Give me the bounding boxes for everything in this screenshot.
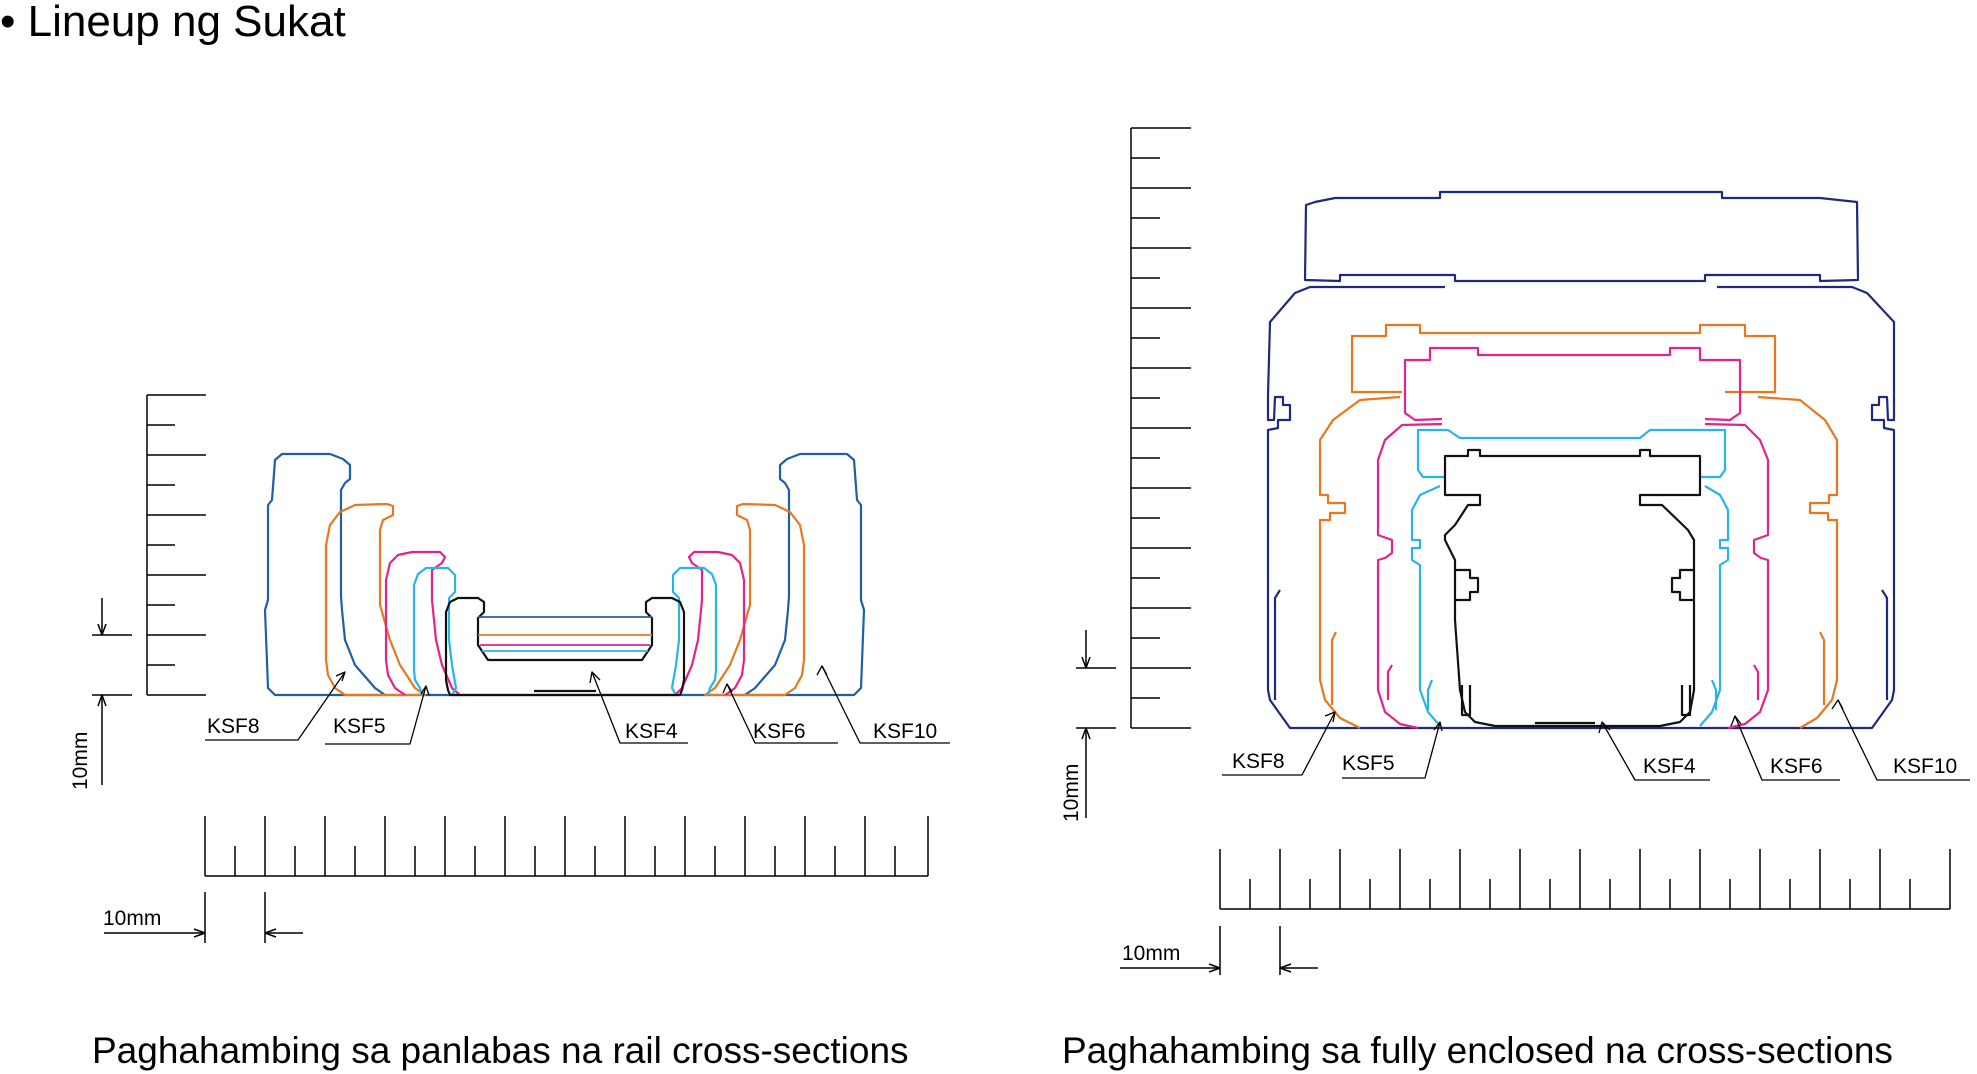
left-scale-label-horizontal: 10mm — [103, 907, 161, 930]
left-label-ksf5: KSF5 — [333, 715, 386, 738]
left-label-ksf8: KSF8 — [207, 715, 260, 738]
right-label-ksf8: KSF8 — [1232, 750, 1285, 773]
right-caption: Paghahambing sa fully enclosed na cross-… — [1062, 1030, 1893, 1071]
right-label-ksf5: KSF5 — [1342, 752, 1395, 775]
right-ksf4-profile — [1443, 448, 1702, 728]
left-panel: 10mm — [69, 394, 950, 943]
left-horizontal-ruler — [104, 816, 929, 943]
right-ksf8-profile — [1318, 323, 1839, 729]
left-ksf8-profile — [324, 502, 806, 697]
left-ksf4-profile — [444, 596, 686, 697]
left-label-ksf10: KSF10 — [873, 720, 937, 743]
right-label-ksf10: KSF10 — [1893, 755, 1957, 778]
left-ksf6-profile — [412, 566, 718, 696]
right-ksf10-profile — [1303, 190, 1860, 283]
left-label-ksf6: KSF6 — [753, 720, 806, 743]
right-horizontal-ruler — [1120, 849, 1951, 975]
left-caption: Paghahambing sa panlabas na rail cross-s… — [92, 1030, 909, 1071]
page-title: • Lineup ng Sukat — [0, 0, 346, 46]
left-label-ksf4: KSF4 — [625, 720, 678, 743]
right-vertical-ruler — [1076, 127, 1191, 818]
left-scale-label-vertical: 10mm — [69, 732, 92, 790]
left-ksf5-profile — [384, 550, 746, 696]
right-scale-label-vertical: 10mm — [1060, 764, 1083, 822]
right-label-ksf4: KSF4 — [1643, 755, 1696, 778]
right-ksf10-body — [1266, 285, 1896, 730]
right-panel: 10mm — [1060, 127, 1970, 975]
right-scale-label-horizontal: 10mm — [1122, 942, 1180, 965]
right-ksf6-profile — [1410, 428, 1730, 727]
left-ksf10-profile — [263, 452, 866, 697]
left-vertical-ruler — [92, 394, 206, 785]
right-label-ksf6: KSF6 — [1770, 755, 1823, 778]
right-ksf5-profile — [1376, 346, 1770, 730]
